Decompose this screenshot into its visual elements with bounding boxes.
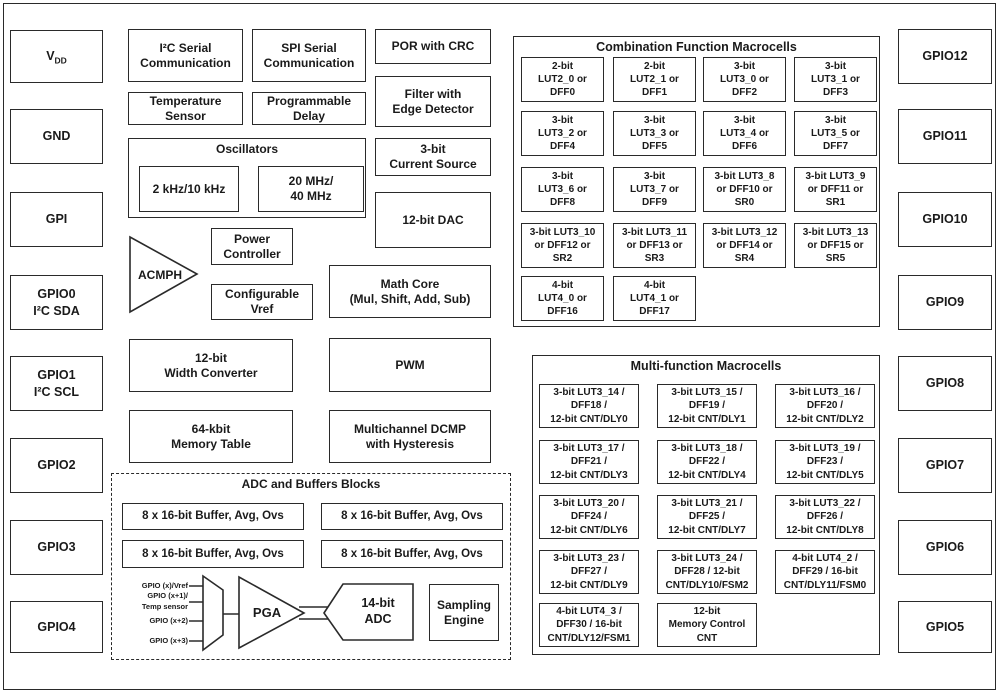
macrocell-lut3_13-dff15-sr5: 3-bit LUT3_13 or DFF15 or SR5 <box>794 223 877 268</box>
block-por-crc: POR with CRC <box>375 29 491 64</box>
block-current-source: 3-bit Current Source <box>375 138 491 176</box>
block-12bit-dac: 12-bit DAC <box>375 192 491 248</box>
combination-macrocells-section: Combination Function Macrocells 2-bit LU… <box>513 36 880 327</box>
block-spi-serial: SPI Serial Communication <box>252 29 366 82</box>
adc-buffers-section: ADC and Buffers Blocks 8 x 16-bit Buffer… <box>111 473 511 660</box>
macrocell-lut3_17-cntdly3: 3-bit LUT3_17 / DFF21 / 12-bit CNT/DLY3 <box>539 440 639 484</box>
macrocell-lut3_10-dff12-sr2: 3-bit LUT3_10 or DFF12 or SR2 <box>521 223 604 268</box>
combination-macrocells-title: Combination Function Macrocells <box>596 40 797 54</box>
acmph-comparator-triangle <box>129 235 199 314</box>
macrocell-lut3_5-dff7: 3-bit LUT3_5 or DFF7 <box>794 111 877 156</box>
macrocell-lut3_22-cntdly8: 3-bit LUT3_22 / DFF26 / 12-bit CNT/DLY8 <box>775 495 875 539</box>
macrocell-lut2_0-dff0: 2-bit LUT2_0 or DFF0 <box>521 57 604 102</box>
pga-amplifier-triangle <box>238 575 306 650</box>
macrocell-lut3_7-dff9: 3-bit LUT3_7 or DFF9 <box>613 167 696 212</box>
pin-gpio7: GPIO7 <box>898 438 992 493</box>
macrocell-lut4_0-dff16: 4-bit LUT4_0 or DFF16 <box>521 276 604 321</box>
pin-gpio0-sda: GPIO0 I²C SDA <box>10 275 103 330</box>
macrocell-lut2_1-dff1: 2-bit LUT2_1 or DFF1 <box>613 57 696 102</box>
macrocell-lut3_18-cntdly4: 3-bit LUT3_18 / DFF22 / 12-bit CNT/DLY4 <box>657 440 757 484</box>
block-i2c-serial: I²C Serial Communication <box>128 29 243 82</box>
adc-signal-chain-graphics <box>189 574 414 652</box>
mux-input-label-4: GPIO (x+3) <box>149 636 188 645</box>
pin-gpio8: GPIO8 <box>898 356 992 411</box>
adc-chevron-shape <box>323 583 414 641</box>
oscillators-title: Oscillators <box>215 142 279 156</box>
macrocell-lut3_0-dff2: 3-bit LUT3_0 or DFF2 <box>703 57 786 102</box>
block-memory-table: 64-kbit Memory Table <box>129 410 293 463</box>
analog-mux-shape <box>202 574 224 652</box>
macrocell-lut3_16-cntdly2: 3-bit LUT3_16 / DFF20 / 12-bit CNT/DLY2 <box>775 384 875 428</box>
pin-gpio9: GPIO9 <box>898 275 992 330</box>
macrocell-lut4_2-cntdly11-fsm0: 4-bit LUT4_2 / DFF29 / 16-bit CNT/DLY11/… <box>775 550 875 594</box>
macrocell-lut4_3-cntdly12-fsm1: 4-bit LUT4_3 / DFF30 / 16-bit CNT/DLY12/… <box>539 603 639 647</box>
macrocell-lut3_11-dff13-sr3: 3-bit LUT3_11 or DFF13 or SR3 <box>613 223 696 268</box>
macrocell-lut3_1-dff3: 3-bit LUT3_1 or DFF3 <box>794 57 877 102</box>
macrocell-lut3_4-dff6: 3-bit LUT3_4 or DFF6 <box>703 111 786 156</box>
macrocell-lut3_20-cntdly6: 3-bit LUT3_20 / DFF24 / 12-bit CNT/DLY6 <box>539 495 639 539</box>
oscillators-group: Oscillators 2 kHz/10 kHz 20 MHz/ 40 MHz <box>128 138 366 218</box>
macrocell-lut3_21-cntdly7: 3-bit LUT3_21 / DFF25 / 12-bit CNT/DLY7 <box>657 495 757 539</box>
adc-buffers-title: ADC and Buffers Blocks <box>241 477 381 491</box>
pin-gpio6: GPIO6 <box>898 520 992 575</box>
pin-gpio12: GPIO12 <box>898 29 992 84</box>
pin-vdd: VDD <box>10 30 103 83</box>
block-osc-20mhz-40mhz: 20 MHz/ 40 MHz <box>258 166 364 212</box>
block-multichannel-dcmp: Multichannel DCMP with Hysteresis <box>329 410 491 463</box>
adc-label: 14-bit ADC <box>361 596 395 626</box>
pin-gpio11: GPIO11 <box>898 109 992 164</box>
macrocell-lut3_3-dff5: 3-bit LUT3_3 or DFF5 <box>613 111 696 156</box>
pin-gpio5: GPIO5 <box>898 601 992 653</box>
block-programmable-delay: Programmable Delay <box>252 92 366 125</box>
pin-gpi: GPI <box>10 192 103 247</box>
multifunction-macrocells-section: Multi-function Macrocells 3-bit LUT3_14 … <box>532 355 880 655</box>
pin-gpio4: GPIO4 <box>10 601 103 653</box>
macrocell-lut3_15-cntdly1: 3-bit LUT3_15 / DFF19 / 12-bit CNT/DLY1 <box>657 384 757 428</box>
macrocell-lut4_1-dff17: 4-bit LUT4_1 or DFF17 <box>613 276 696 321</box>
block-power-controller: Power Controller <box>211 228 293 265</box>
macrocell-lut3_24-cntdly10-fsm2: 3-bit LUT3_24 / DFF28 / 12-bit CNT/DLY10… <box>657 550 757 594</box>
acmph-label: ACMPH <box>138 268 182 282</box>
macrocell-lut3_19-cntdly5: 3-bit LUT3_19 / DFF23 / 12-bit CNT/DLY5 <box>775 440 875 484</box>
pin-gpio3: GPIO3 <box>10 520 103 575</box>
multifunction-macrocells-title: Multi-function Macrocells <box>630 359 782 373</box>
macrocell-lut3_2-dff4: 3-bit LUT3_2 or DFF4 <box>521 111 604 156</box>
pin-gpio10: GPIO10 <box>898 192 992 247</box>
pin-gpio1-scl: GPIO1 I²C SCL <box>10 356 103 411</box>
block-pwm: PWM <box>329 338 491 392</box>
block-configurable-vref: Configurable Vref <box>211 284 313 320</box>
buffer-block-2: 8 x 16-bit Buffer, Avg, Ovs <box>321 503 503 530</box>
diagram-border <box>3 3 996 690</box>
buffer-block-1: 8 x 16-bit Buffer, Avg, Ovs <box>122 503 304 530</box>
buffer-block-4: 8 x 16-bit Buffer, Avg, Ovs <box>321 540 503 568</box>
block-osc-2khz-10khz: 2 kHz/10 kHz <box>139 166 239 212</box>
block-temperature-sensor: Temperature Sensor <box>128 92 243 125</box>
block-sampling-engine: Sampling Engine <box>429 584 499 641</box>
macrocell-lut3_23-cntdly9: 3-bit LUT3_23 / DFF27 / 12-bit CNT/DLY9 <box>539 550 639 594</box>
pin-vdd-label: VDD <box>46 49 67 66</box>
block-math-core: Math Core (Mul, Shift, Add, Sub) <box>329 265 491 318</box>
macrocell-lut3_9-dff11-sr1: 3-bit LUT3_9 or DFF11 or SR1 <box>794 167 877 212</box>
mux-input-label-1: GPIO (x)/Vref <box>141 581 188 590</box>
macrocell-lut3_14-cntdly0: 3-bit LUT3_14 / DFF18 / 12-bit CNT/DLY0 <box>539 384 639 428</box>
macrocell-lut3_12-dff14-sr4: 3-bit LUT3_12 or DFF14 or SR4 <box>703 223 786 268</box>
block-filter-edge-detector: Filter with Edge Detector <box>375 76 491 127</box>
pin-gnd: GND <box>10 109 103 164</box>
pin-gpio2: GPIO2 <box>10 438 103 493</box>
block-width-converter: 12-bit Width Converter <box>129 339 293 392</box>
macrocell-lut3_8-dff10-sr0: 3-bit LUT3_8 or DFF10 or SR0 <box>703 167 786 212</box>
pga-label: PGA <box>252 604 282 620</box>
mux-input-label-3: GPIO (x+2) <box>149 616 188 625</box>
buffer-block-3: 8 x 16-bit Buffer, Avg, Ovs <box>122 540 304 568</box>
macrocell-lut3_6-dff8: 3-bit LUT3_6 or DFF8 <box>521 167 604 212</box>
macrocell-memory-control-cnt: 12-bit Memory Control CNT <box>657 603 757 647</box>
mux-input-label-2: GPIO (x+1)/ Temp sensor <box>141 591 188 611</box>
